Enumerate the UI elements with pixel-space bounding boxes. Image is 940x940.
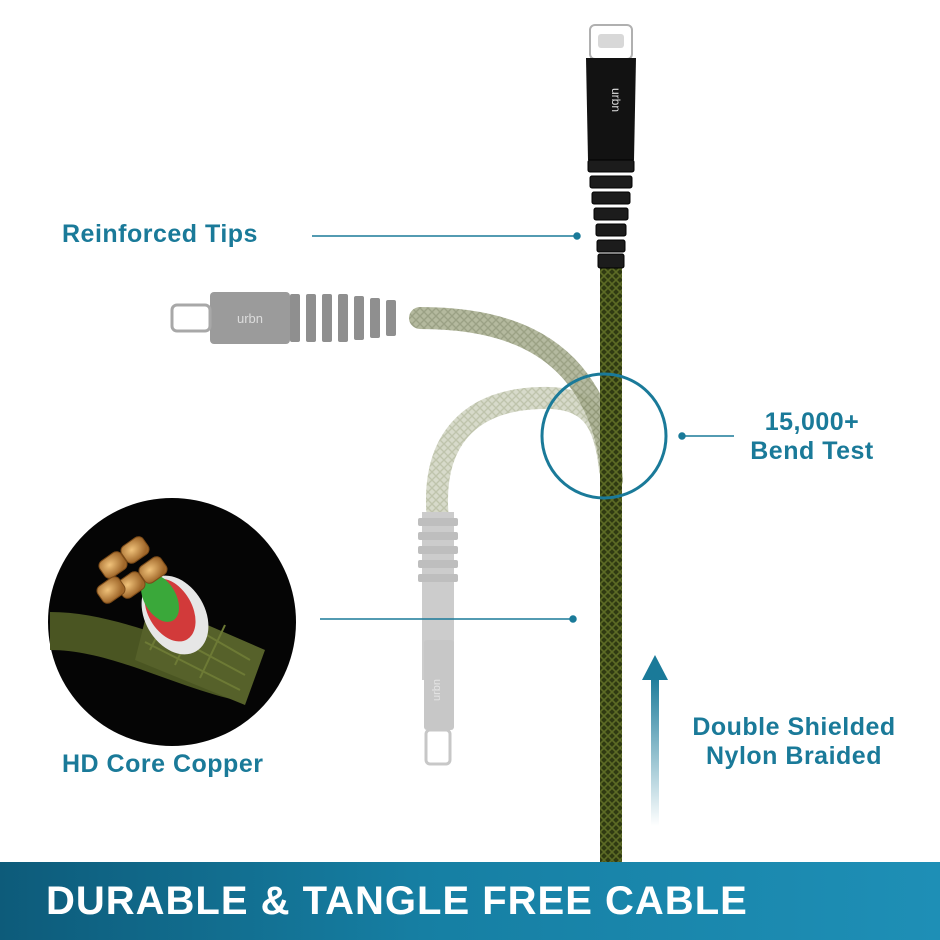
ghost-logo-upper: urbn [237,311,263,326]
banner-title: DURABLE & TANGLE FREE CABLE [46,879,748,923]
bend-test-count: 15,000+ [764,408,860,436]
ghost-connector-lower: urbn [418,512,458,766]
bend-highlight-circle [540,372,668,500]
leader-lines [312,232,734,623]
ghost-connector-upper: urbn [170,292,396,344]
callout-reinforced-tips: Reinforced Tips [62,220,258,248]
callout-bend-test: 15,000+ Bend Test [712,408,912,466]
copper-core-detail [48,498,296,746]
ghost-cable-lower: urbn [418,386,621,766]
braided-cable-body [600,268,622,862]
up-arrow-icon [642,655,668,826]
connector-logo: urbn [609,88,623,112]
main-cable: urbn [586,24,636,862]
double-shielded-line2: Nylon Braided [706,742,882,770]
callout-hd-core-copper: HD Core Copper [62,750,264,778]
callout-double-shielded: Double Shielded Nylon Braided [668,713,920,771]
ghost-cable-upper: urbn [170,292,623,491]
double-shielded-line1: Double Shielded [692,713,896,741]
bend-test-label: Bend Test [750,437,874,465]
ghost-logo-lower: urbn [431,679,443,701]
bottom-banner: DURABLE & TANGLE FREE CABLE [0,862,940,940]
main-connector: urbn [586,24,636,269]
